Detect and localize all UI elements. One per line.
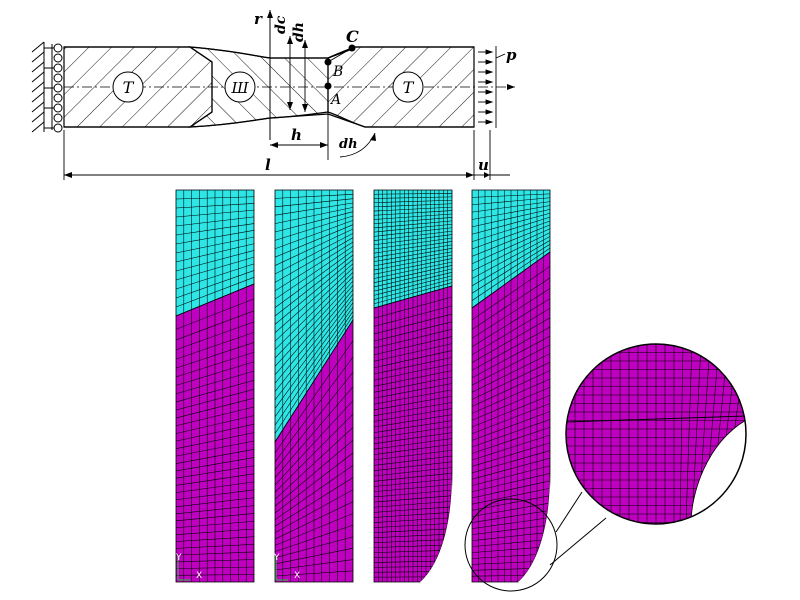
svg-text:A: A: [329, 92, 341, 108]
axis-triad-2: Y X: [273, 553, 300, 581]
svg-text:p: p: [506, 46, 517, 64]
svg-text:l: l: [265, 156, 271, 174]
mesh-lines: [374, 190, 452, 582]
pressure-arrows: [478, 46, 506, 128]
zone-right-marker: T: [392, 71, 424, 103]
svg-text:h: h: [291, 126, 302, 144]
mesh-lines: [472, 190, 550, 582]
svg-text:r: r: [254, 10, 263, 28]
schematic: T Ш T dc dh C B A: [31, 10, 517, 180]
zoom-callout: [464, 343, 747, 592]
dimension-l: [63, 130, 475, 180]
svg-text:dh: dh: [291, 22, 307, 42]
zoom-detail: [566, 344, 746, 524]
svg-text:X: X: [294, 571, 300, 581]
svg-text:Y: Y: [175, 553, 182, 563]
dimension-dc: [287, 36, 308, 112]
dimension-u: [474, 130, 510, 180]
svg-text:T: T: [123, 78, 135, 97]
svg-text:dh: dh: [339, 137, 358, 152]
axis-triad-1: Y X: [175, 553, 202, 581]
svg-text:X: X: [196, 571, 202, 581]
mesh-2: [274, 189, 354, 583]
mesh-panels: [175, 189, 551, 583]
mesh-lines: [176, 190, 254, 582]
point-markers: [324, 44, 356, 90]
dimension-h: [270, 112, 329, 160]
mesh-4: [471, 189, 551, 583]
svg-text:Ш: Ш: [230, 79, 249, 97]
svg-text:u: u: [478, 156, 489, 174]
svg-text:dc: dc: [273, 15, 289, 34]
zone-left-marker: T: [112, 71, 144, 103]
zone-center-marker: Ш: [224, 71, 256, 103]
angle-arc: [339, 132, 376, 158]
svg-text:Y: Y: [273, 553, 280, 563]
mesh-1: [175, 189, 255, 583]
fixed-wall: [31, 41, 45, 133]
svg-text:B: B: [332, 64, 343, 80]
svg-text:T: T: [403, 78, 415, 97]
mesh-3: [373, 189, 453, 583]
roller-supports: [44, 43, 63, 133]
mesh-lines: [275, 190, 353, 582]
svg-text:C: C: [346, 27, 359, 46]
